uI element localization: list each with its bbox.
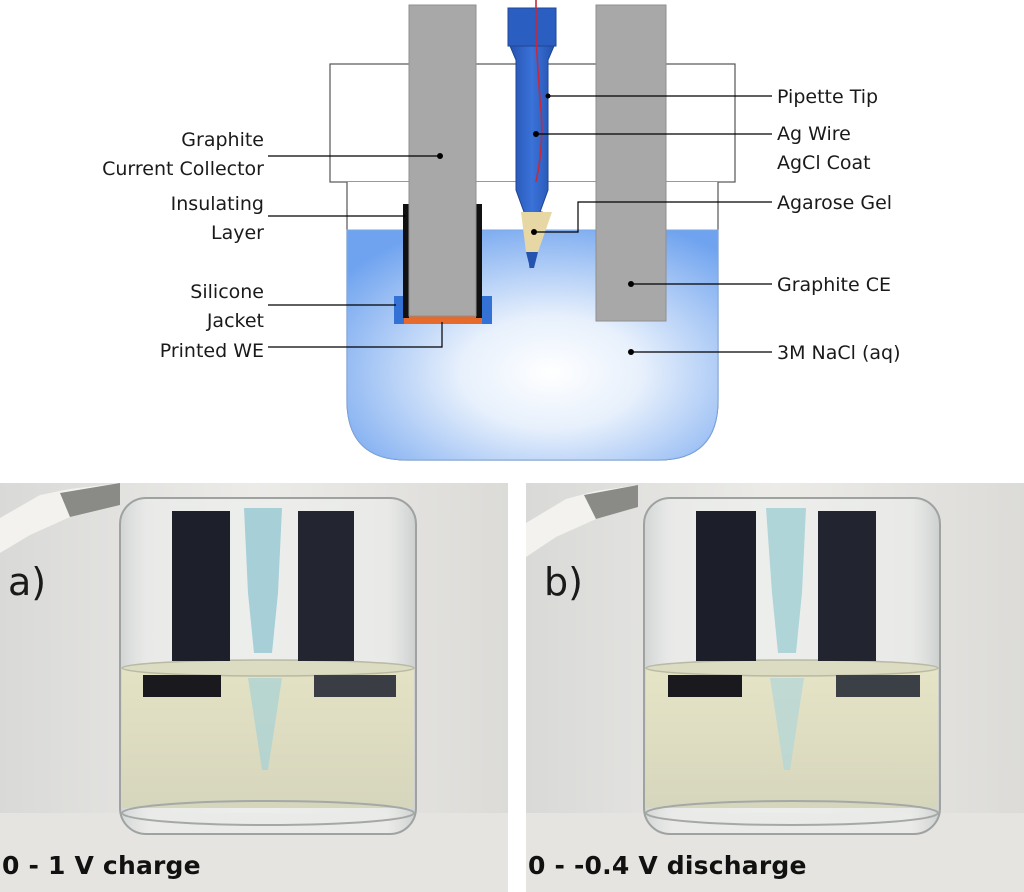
caption-b: 0 - -0.4 V discharge	[528, 851, 807, 880]
graphite-current-collector	[408, 4, 477, 317]
pipette-top	[507, 7, 557, 47]
printed-we	[404, 316, 482, 324]
leader-agarose-dot	[531, 229, 537, 235]
panel-label-a: a)	[8, 560, 47, 604]
label-agcl-coat: AgCl Coat	[777, 152, 871, 174]
insulating-layer-right	[476, 204, 482, 318]
insulating-layer-left	[403, 204, 409, 318]
leader-agarose	[534, 201, 772, 233]
label-graphite-ce: Graphite CE	[777, 274, 891, 296]
leader-ag-wire-dot	[533, 131, 539, 137]
label-layer: Layer	[211, 222, 264, 244]
label-graphite: Graphite	[181, 129, 264, 151]
label-silicone: Silicone	[190, 281, 264, 303]
label-insulating: Insulating	[171, 193, 264, 215]
label-current-collector: Current Collector	[102, 158, 264, 180]
leader-printed-we	[268, 322, 443, 348]
leader-nacl-dot	[628, 349, 634, 355]
photo-panel-a: a) 0 - 1 V charge	[0, 483, 508, 892]
label-ag-wire: Ag Wire	[777, 123, 851, 145]
leader-pipette-dot	[545, 93, 551, 99]
photo-b-illustration	[526, 483, 1024, 892]
panel-label-b: b)	[544, 560, 583, 604]
label-pipette-tip: Pipette Tip	[777, 86, 878, 108]
photo-a-illustration	[0, 483, 508, 892]
photo-panel-b: b) 0 - -0.4 V discharge	[526, 483, 1024, 892]
agarose-gel	[521, 212, 552, 262]
label-agarose-gel: Agarose Gel	[777, 192, 892, 214]
cell-schematic: Graphite Current Collector Insulating La…	[102, 0, 901, 461]
graphite-counter-electrode	[595, 4, 667, 322]
label-printed-we: Printed WE	[160, 340, 264, 362]
leader-collector-dot	[437, 153, 443, 159]
label-nacl: 3M NaCl (aq)	[777, 342, 901, 364]
label-jacket: Jacket	[206, 310, 264, 332]
caption-a: 0 - 1 V charge	[2, 851, 201, 880]
leader-graphite-ce-dot	[628, 281, 634, 287]
ag-wire	[535, 0, 543, 183]
pipette-end	[526, 252, 538, 268]
